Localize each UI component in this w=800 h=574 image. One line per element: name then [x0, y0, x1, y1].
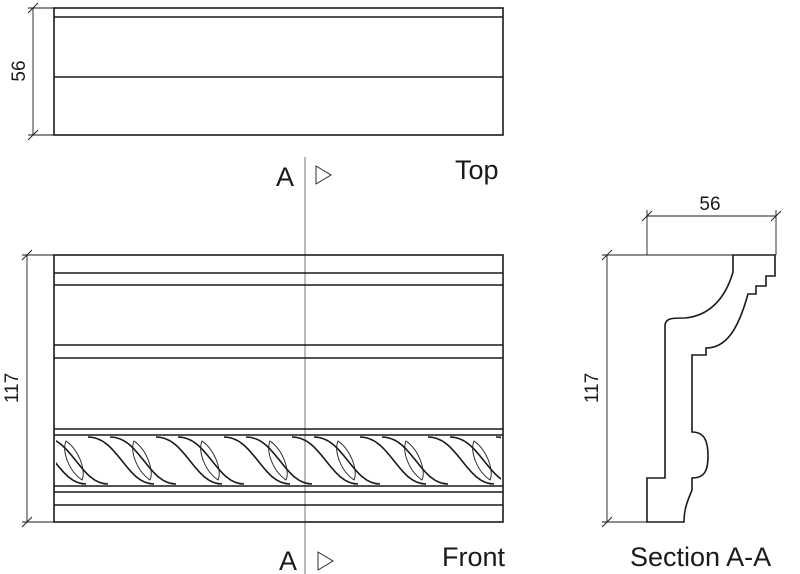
- rope-strand: [609, 441, 627, 480]
- cut-line-a: A A: [276, 157, 334, 574]
- rope-strand: [56, 440, 109, 485]
- section-width-dimension: 56: [641, 194, 782, 255]
- top-view: 56 Top: [9, 2, 504, 185]
- top-view-outline: [53, 7, 504, 136]
- rope-strand: [427, 436, 495, 485]
- rope-strand: [359, 436, 427, 485]
- section-height-value: 117: [582, 373, 603, 403]
- rope-strand: [291, 436, 359, 485]
- top-view-label: Top: [455, 155, 499, 185]
- rope-strand: [541, 441, 559, 480]
- rope-strand: [313, 436, 381, 485]
- rope-strand: [586, 437, 652, 484]
- rope-strand: [404, 440, 424, 481]
- rope-strand: [200, 440, 220, 481]
- front-view: 117 Front: [2, 249, 652, 572]
- rope-strand: [155, 436, 223, 485]
- rope-strand: [449, 436, 501, 480]
- rope-strand: [109, 436, 177, 485]
- front-dimension: 117: [2, 249, 54, 528]
- section-width-value: 56: [699, 194, 720, 215]
- rope-strand: [336, 440, 356, 481]
- rope-strand: [564, 437, 630, 484]
- section-height-dimension: 117: [582, 249, 733, 528]
- cut-arrow-bottom-icon: [317, 551, 334, 571]
- rope-strand: [381, 436, 449, 485]
- rope-strand: [87, 436, 155, 485]
- top-dimension-value: 56: [9, 60, 30, 81]
- rope-strand: [177, 436, 245, 485]
- rope-strand: [64, 440, 84, 481]
- rope-strand: [132, 440, 152, 481]
- cut-arrow-top-icon: [315, 165, 332, 185]
- section-view-label: Section A-A: [630, 542, 771, 572]
- top-dimension: 56: [9, 2, 54, 141]
- front-dimension-value: 117: [2, 373, 23, 403]
- rope-ornament: [56, 436, 652, 485]
- cut-marker-bottom-letter: A: [279, 546, 297, 574]
- rope-strand: [472, 440, 492, 481]
- rope-strand: [223, 436, 291, 485]
- rope-strand: [268, 440, 288, 481]
- rope-strand: [495, 436, 501, 439]
- section-view: 56 117 Section A-A: [582, 194, 782, 572]
- rope-strand: [245, 436, 313, 485]
- cut-marker-top-letter: A: [276, 162, 294, 192]
- rope-strand: [56, 462, 87, 485]
- front-view-outline: [53, 254, 504, 523]
- section-profile: [646, 254, 776, 523]
- rope-strand: [518, 437, 584, 484]
- front-view-label: Front: [442, 542, 506, 572]
